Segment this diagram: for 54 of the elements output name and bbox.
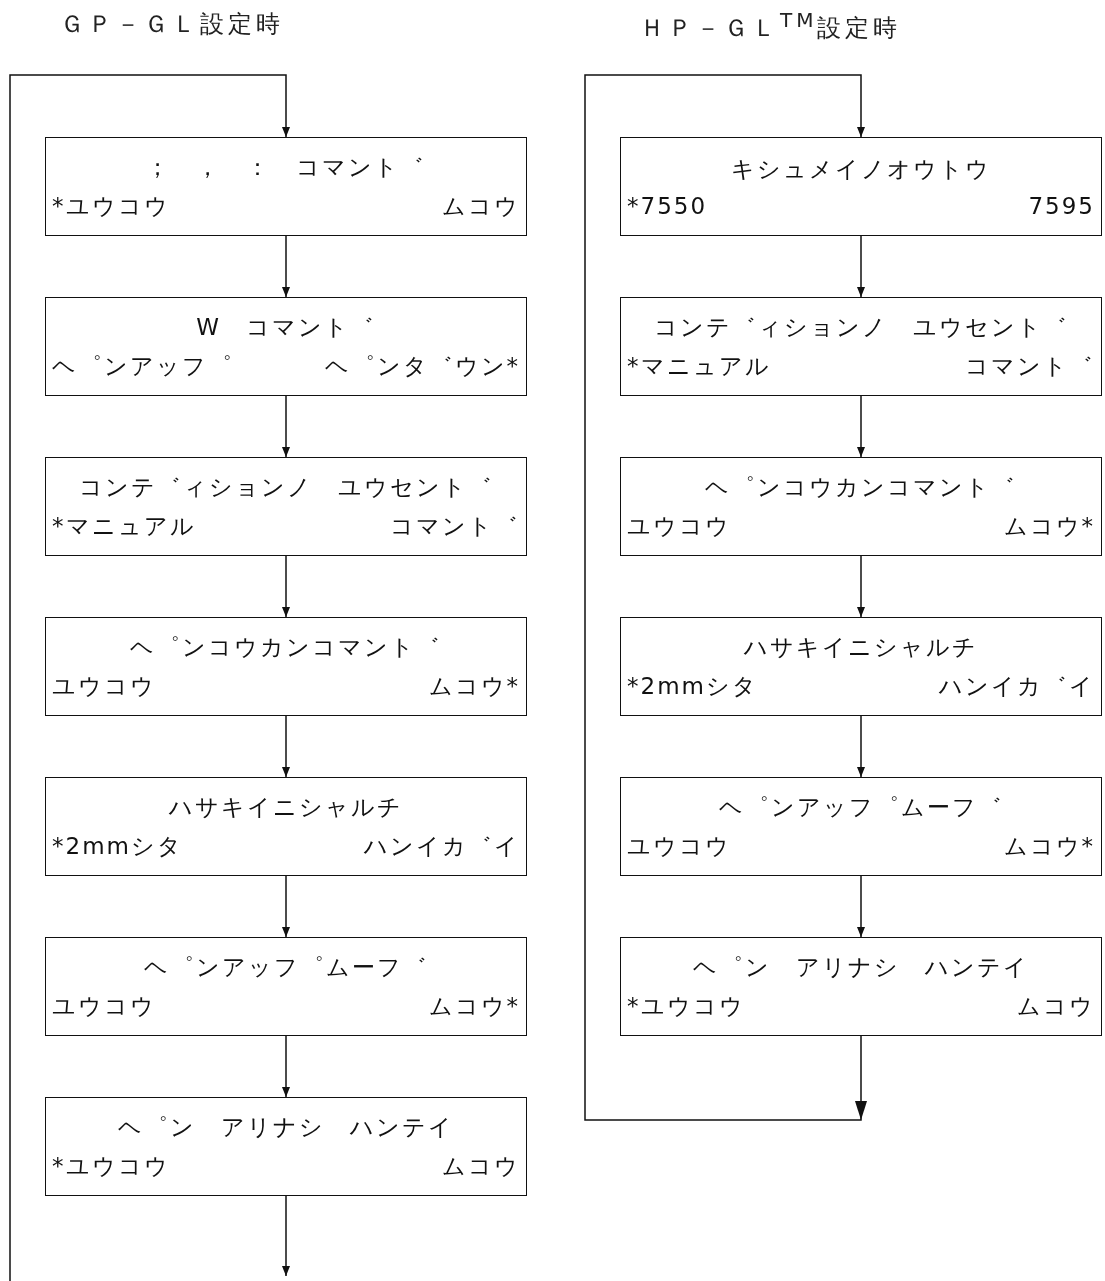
display-screen-box — [620, 297, 1102, 396]
option-text: *2mmシタ — [627, 671, 758, 701]
option-text: *マニュアル — [52, 511, 196, 541]
option-text: *ユウコウ — [627, 991, 745, 1021]
display-screen-box — [620, 457, 1102, 556]
display-screen-box — [45, 457, 527, 556]
option-text: ムコウ* — [1003, 831, 1095, 861]
option-text: ハンイカ゛イ — [364, 831, 520, 861]
menu-title: ヘ゜ン アリナシ ハンテイ — [117, 1112, 455, 1142]
menu-title: ヘ゜ンアッフ゜ムーフ゛ — [142, 952, 430, 982]
display-screen-box — [45, 937, 527, 1036]
option-text: ユウコウ — [52, 671, 156, 701]
display-screen-box — [45, 137, 527, 236]
menu-title: ヘ゜ンコウカンコマント゛ — [704, 472, 1018, 502]
column-heading: ＧＰ－ＧＬ設定時 — [60, 9, 284, 40]
menu-title: ヘ゜ンコウカンコマント゛ — [129, 632, 443, 662]
option-text: ムコウ — [442, 1151, 520, 1181]
column-heading: ＨＰ－ＧＬ$^{TM}$設定時 — [640, 8, 902, 44]
display-screen-box — [620, 937, 1102, 1036]
option-text: コマント゛ — [965, 351, 1095, 381]
option-text: 7595 — [1028, 193, 1095, 219]
option-text: ヘ゜ンタ゛ウン* — [324, 351, 520, 381]
option-text: ユウコウ — [52, 991, 156, 1021]
option-text: *ユウコウ — [52, 1151, 170, 1181]
option-text: ムコウ* — [428, 671, 520, 701]
menu-title: ヘ゜ンアッフ゜ムーフ゛ — [717, 792, 1005, 822]
option-text: ヘ゜ンアッフ゜ — [52, 351, 234, 381]
menu-title: ハサキイニシャルチ — [168, 792, 404, 822]
display-screen-box — [620, 777, 1102, 876]
option-text: *2mmシタ — [52, 831, 183, 861]
option-text: *7550 — [627, 193, 708, 219]
menu-title: ハサキイニシャルチ — [743, 632, 979, 662]
display-screen-box — [45, 777, 527, 876]
menu-title: コンテ゛ィションノ ユウセント゛ — [77, 472, 495, 502]
menu-title: ヘ゜ン アリナシ ハンテイ — [692, 952, 1030, 982]
menu-title: W コマント゛ — [195, 312, 377, 342]
menu-title: キシュメイノオウトウ — [730, 155, 992, 184]
option-text: ムコウ* — [428, 991, 520, 1021]
display-screen-box — [620, 137, 1102, 236]
option-text: *マニュアル — [627, 351, 771, 381]
display-screen-box — [45, 1097, 527, 1196]
menu-title: コンテ゛ィションノ ユウセント゛ — [652, 312, 1070, 342]
display-screen-box — [45, 617, 527, 716]
option-text: ムコウ — [442, 191, 520, 221]
option-text: ハンイカ゛イ — [939, 671, 1095, 701]
menu-title: ； ， ： コマント゛ — [145, 152, 427, 182]
option-text: コマント゛ — [390, 511, 520, 541]
option-text: ムコウ — [1017, 991, 1095, 1021]
display-screen-box — [620, 617, 1102, 716]
option-text: ムコウ* — [1003, 511, 1095, 541]
option-text: *ユウコウ — [52, 191, 170, 221]
display-screen-box — [45, 297, 527, 396]
option-text: ユウコウ — [627, 511, 731, 541]
option-text: ユウコウ — [627, 831, 731, 861]
